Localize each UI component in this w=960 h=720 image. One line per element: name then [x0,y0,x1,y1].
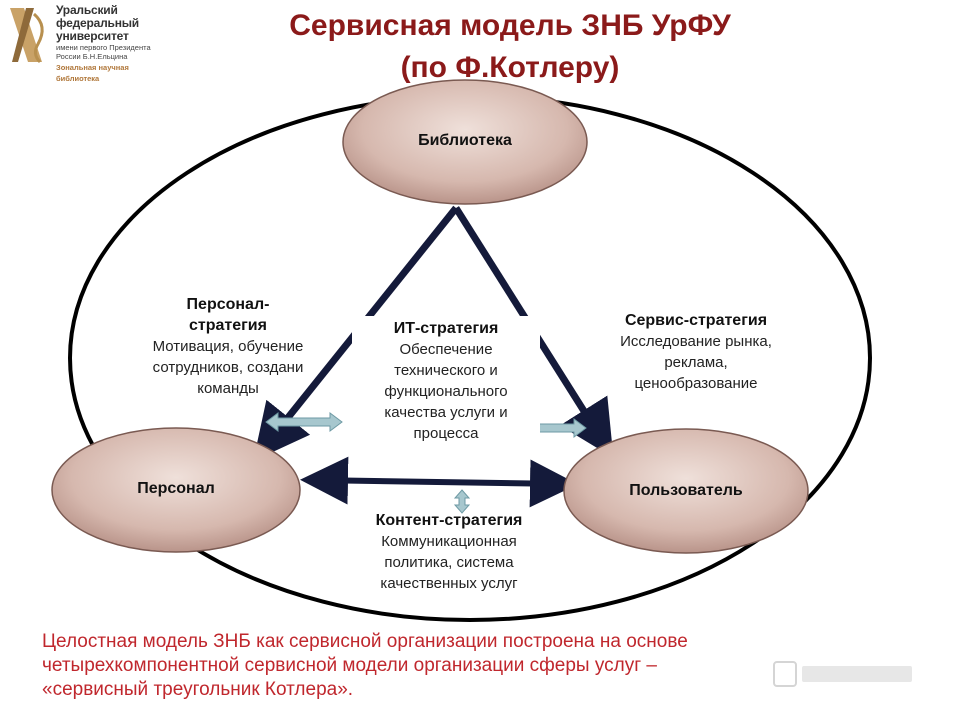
staff-strategy-text-2: сотрудников, создани [152,359,304,376]
staff-strategy-block: Персонал- стратегия Мотивация, обучение … [118,294,338,399]
it-strategy-text-1: Обеспечение [399,341,493,358]
arrow-staff-user [300,456,578,508]
page-title: Сервисная модель ЗНБ УрФУ [289,9,731,42]
staff-node-label: Персонал [137,480,215,497]
content-strategy-text-3: качественных услуг [380,575,518,592]
conclusion-line-1: Целостная модель ЗНБ как сервисной орган… [42,631,688,652]
conclusion-line-2: четырехкомпонентной сервисной модели орг… [42,655,657,676]
user-node [563,428,809,554]
content-strategy-block: Контент-стратегия Коммуникационная полит… [338,510,560,594]
double-arrow-left-icon [265,412,343,432]
library-node [342,79,588,205]
watermark-icon [773,661,912,687]
it-strategy-text-3: функционального [384,383,508,400]
staff-strategy-text-1: Мотивация, обучение [152,338,304,355]
urfu-logo-icon [10,8,44,64]
staff-strategy-title-2: стратегия [189,317,267,334]
user-node-label: Пользователь [629,482,743,499]
it-strategy-text-5: процесса [413,425,479,442]
staff-node [51,427,301,553]
logo-lib-1: Зональная научная [56,63,129,72]
university-logo: Уральский федеральный университет имени … [4,4,174,84]
logo-line-1: Уральский [56,3,118,17]
staff-strategy-title-1: Персонал- [186,296,270,313]
service-strategy-title: Сервис-стратегия [624,312,768,329]
library-node-label: Библиотека [418,132,512,149]
staff-strategy-text-3: команды [197,380,259,397]
content-strategy-text-1: Коммуникационная [381,533,517,550]
it-strategy-text-2: технического и [394,362,498,379]
content-strategy-title: Контент-стратегия [375,512,523,529]
logo-line-3: университет [56,29,129,43]
page-subtitle: (по Ф.Котлеру) [400,51,620,84]
it-strategy-block: ИТ-стратегия Обеспечение технического и … [352,316,540,446]
conclusion-line-3: «сервисный треугольник Котлера». [42,679,354,700]
logo-line-2: федеральный [56,16,139,30]
it-strategy-title: ИТ-стратегия [393,320,499,337]
logo-sub-1: имени первого Президента [56,43,151,52]
double-arrow-vertical-icon [453,489,471,514]
service-strategy-text-2: реклама, [664,354,728,371]
it-strategy-text-4: качества услуги и [384,404,508,421]
service-strategy-text-3: ценообразование [634,375,758,392]
conclusion-text: Целостная модель ЗНБ как сервисной орган… [42,630,922,702]
logo-sub-2: России Б.Н.Ельцина [56,52,128,61]
service-strategy-text-1: Исследование рынка, [620,333,772,350]
service-strategy-block: Сервис-стратегия Исследование рынка, рек… [586,310,806,394]
logo-lib-2: библиотека [56,74,100,83]
content-strategy-text-2: политика, система [384,554,514,571]
